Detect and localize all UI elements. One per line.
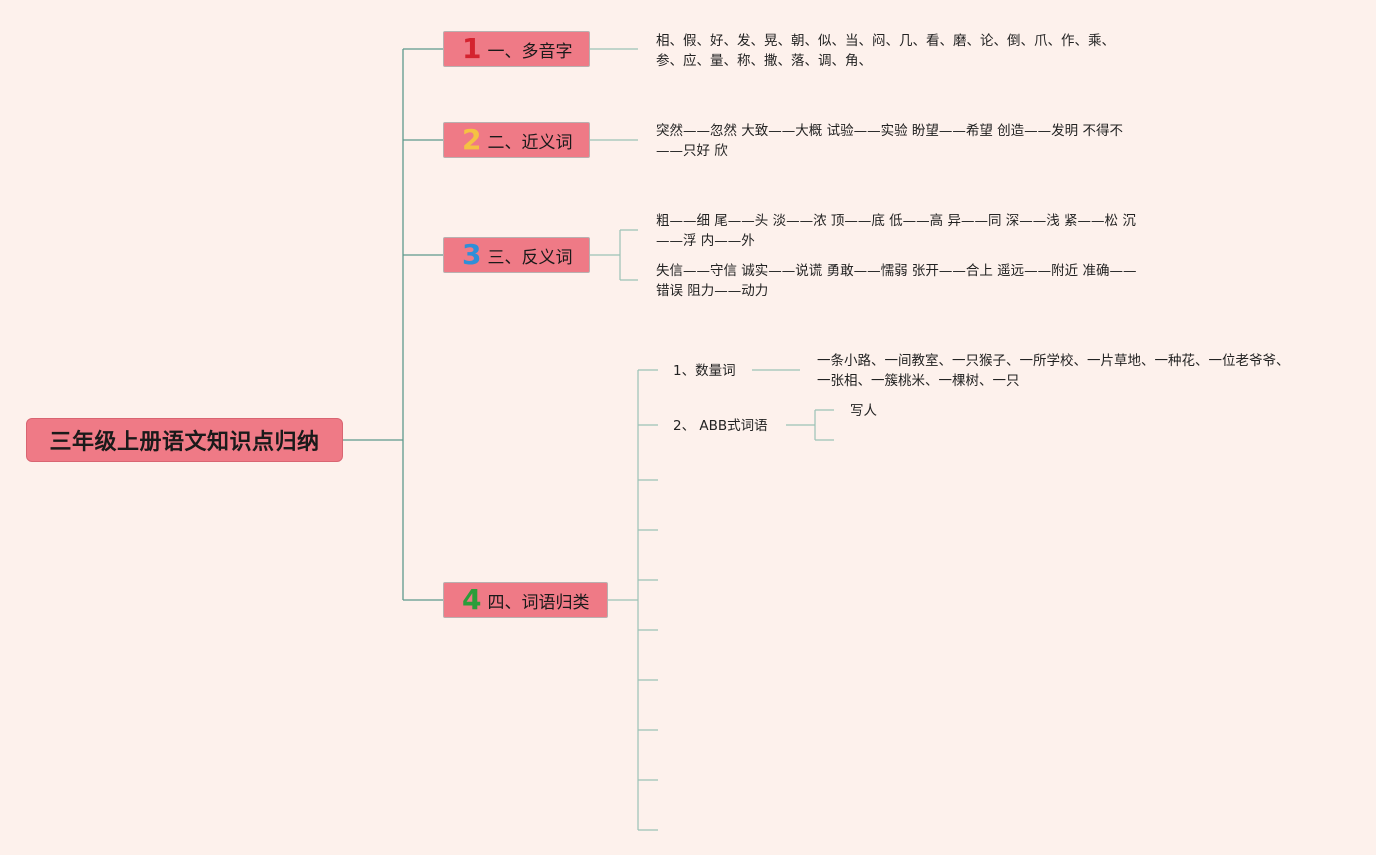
branch-topic-label: 三、反义词 (487, 247, 573, 268)
branch-topic-1[interactable]: 1 一、多音字 (443, 31, 590, 67)
leaf-polyphones[interactable]: 相、假、好、发、晃、朝、似、当、闷、几、看、磨、论、倒、爪、作、乘、 参、应、量… (656, 33, 1115, 69)
branch-topic-3[interactable]: 3 三、反义词 (443, 237, 590, 273)
leaf-quantifiers[interactable]: 一条小路、一间教室、一只猴子、一所学校、一片草地、一种花、一位老爷爷、 一张相、… (817, 353, 1290, 389)
branch-topic-label: 二、近义词 (487, 132, 573, 153)
leaf-abb-describe-people[interactable]: 写人 (850, 403, 877, 419)
branch-topic-2[interactable]: 2 二、近义词 (443, 122, 590, 158)
connector-leaf-3 (590, 229, 638, 281)
leaf-antonyms-1[interactable]: 粗——细 尾——头 淡——浓 顶——底 低——高 异——同 深——浅 紧——松 … (656, 213, 1136, 249)
branch-topic-label: 四、词语归类 (487, 592, 590, 613)
subtopic-abb-words[interactable]: 2、 ABB式词语 (673, 418, 768, 434)
connector-sub-trunk (608, 370, 639, 830)
connector-sub-items (638, 369, 658, 831)
root-topic-label: 三年级上册语文知识点归纳 (49, 430, 320, 455)
branch-topic-4[interactable]: 4 四、词语归类 (443, 582, 608, 618)
number-1-icon: 1 (462, 32, 482, 65)
number-4-icon: 4 (462, 583, 482, 616)
root-topic[interactable]: 三年级上册语文知识点归纳 (26, 418, 343, 462)
leaf-antonyms-2[interactable]: 失信——守信 诚实——说谎 勇敢——懦弱 张开——合上 遥远——附近 准确—— … (656, 263, 1137, 299)
branch-topic-label: 一、多音字 (487, 41, 573, 62)
subtopic-quantifiers[interactable]: 1、数量词 (673, 363, 736, 379)
leaf-synonyms[interactable]: 突然——忽然 大致——大概 试验——实验 盼望——希望 创造——发明 不得不 —… (656, 123, 1123, 159)
connector-sub2-leaves (786, 409, 834, 441)
number-2-icon: 2 (462, 123, 482, 156)
number-3-icon: 3 (462, 238, 482, 271)
